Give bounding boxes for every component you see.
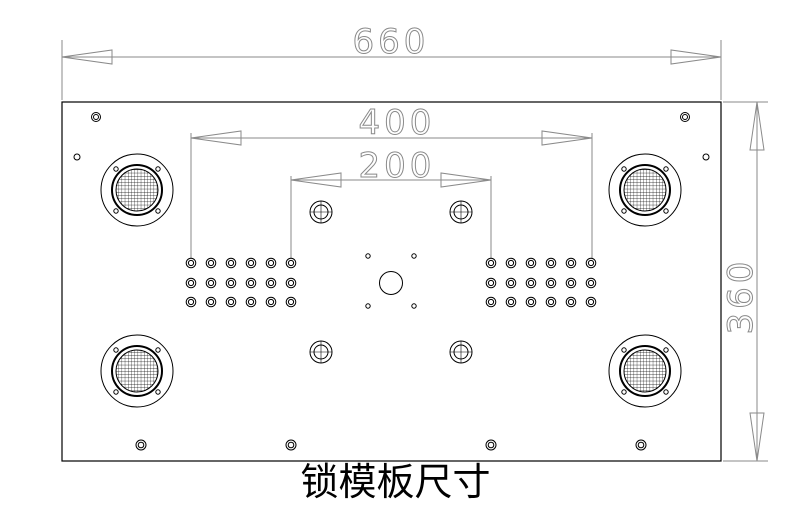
lock-hole-left-2-1: [205, 296, 217, 308]
lock-hole-right-0-4: [565, 257, 577, 269]
lock-hole-left-0-5: [285, 257, 297, 269]
lock-hole-right-1-5: [585, 277, 597, 289]
lock-hole-right-0-1: [505, 257, 517, 269]
dimension-overall-height: [723, 101, 768, 462]
lock-hole-left-1-4: [265, 277, 277, 289]
guide-bushings: [309, 200, 473, 364]
lock-hole-left-0-3: [245, 257, 257, 269]
lock-hole-right-1-4: [565, 277, 577, 289]
lock-hole-left-2-5: [285, 296, 297, 308]
lock-hole-right-2-2: [525, 296, 537, 308]
lock-hole-right-0-0: [485, 257, 497, 269]
lock-hole-right-2-1: [505, 296, 517, 308]
lock-hole-right-2-0: [485, 296, 497, 308]
dimension-overall-width: [61, 40, 722, 100]
lock-hole-left-0-4: [265, 257, 277, 269]
dimension-overall-width-label: 660: [353, 22, 430, 62]
lock-hole-left-0-2: [225, 257, 237, 269]
lock-hole-right-2-4: [565, 296, 577, 308]
drawing-caption: 锁模板尺寸: [300, 460, 491, 504]
center-hole: [365, 253, 417, 309]
lock-hole-left-1-0: [185, 277, 197, 289]
lock-hole-left-2-2: [225, 296, 237, 308]
pad-bottom-right: [608, 334, 682, 408]
lock-hole-left-0-0: [185, 257, 197, 269]
lock-hole-left-1-3: [245, 277, 257, 289]
pad-bottom-left: [100, 334, 174, 408]
lock-hole-right-0-2: [525, 257, 537, 269]
lock-hole-left-1-1: [205, 277, 217, 289]
dimension-outer-span-label: 400: [359, 103, 436, 143]
lock-hole-left-1-5: [285, 277, 297, 289]
dimension-overall-height-label: 360: [721, 258, 761, 335]
lock-hole-arrays: [185, 257, 597, 308]
lock-hole-right-0-3: [545, 257, 557, 269]
lock-hole-left-2-3: [245, 296, 257, 308]
lock-hole-right-1-3: [545, 277, 557, 289]
lock-hole-left-2-0: [185, 296, 197, 308]
pad-top-right: [608, 153, 682, 227]
dimension-outer-span: [190, 130, 593, 258]
dimension-inner-span-label: 200: [359, 146, 436, 186]
lock-hole-left-0-1: [205, 257, 217, 269]
lock-hole-left-1-2: [225, 277, 237, 289]
dimension-inner-span: [290, 172, 492, 258]
plate-outline: [61, 101, 722, 462]
lock-hole-left-2-4: [265, 296, 277, 308]
bottom-holes: [135, 439, 647, 451]
lock-hole-right-2-3: [545, 296, 557, 308]
lock-hole-right-0-5: [585, 257, 597, 269]
lock-hole-right-2-5: [585, 296, 597, 308]
corner-holes: [73, 112, 710, 161]
pad-top-left: [100, 153, 174, 227]
lock-hole-right-1-0: [485, 277, 497, 289]
lock-hole-right-1-2: [525, 277, 537, 289]
lock-hole-right-1-1: [505, 277, 517, 289]
